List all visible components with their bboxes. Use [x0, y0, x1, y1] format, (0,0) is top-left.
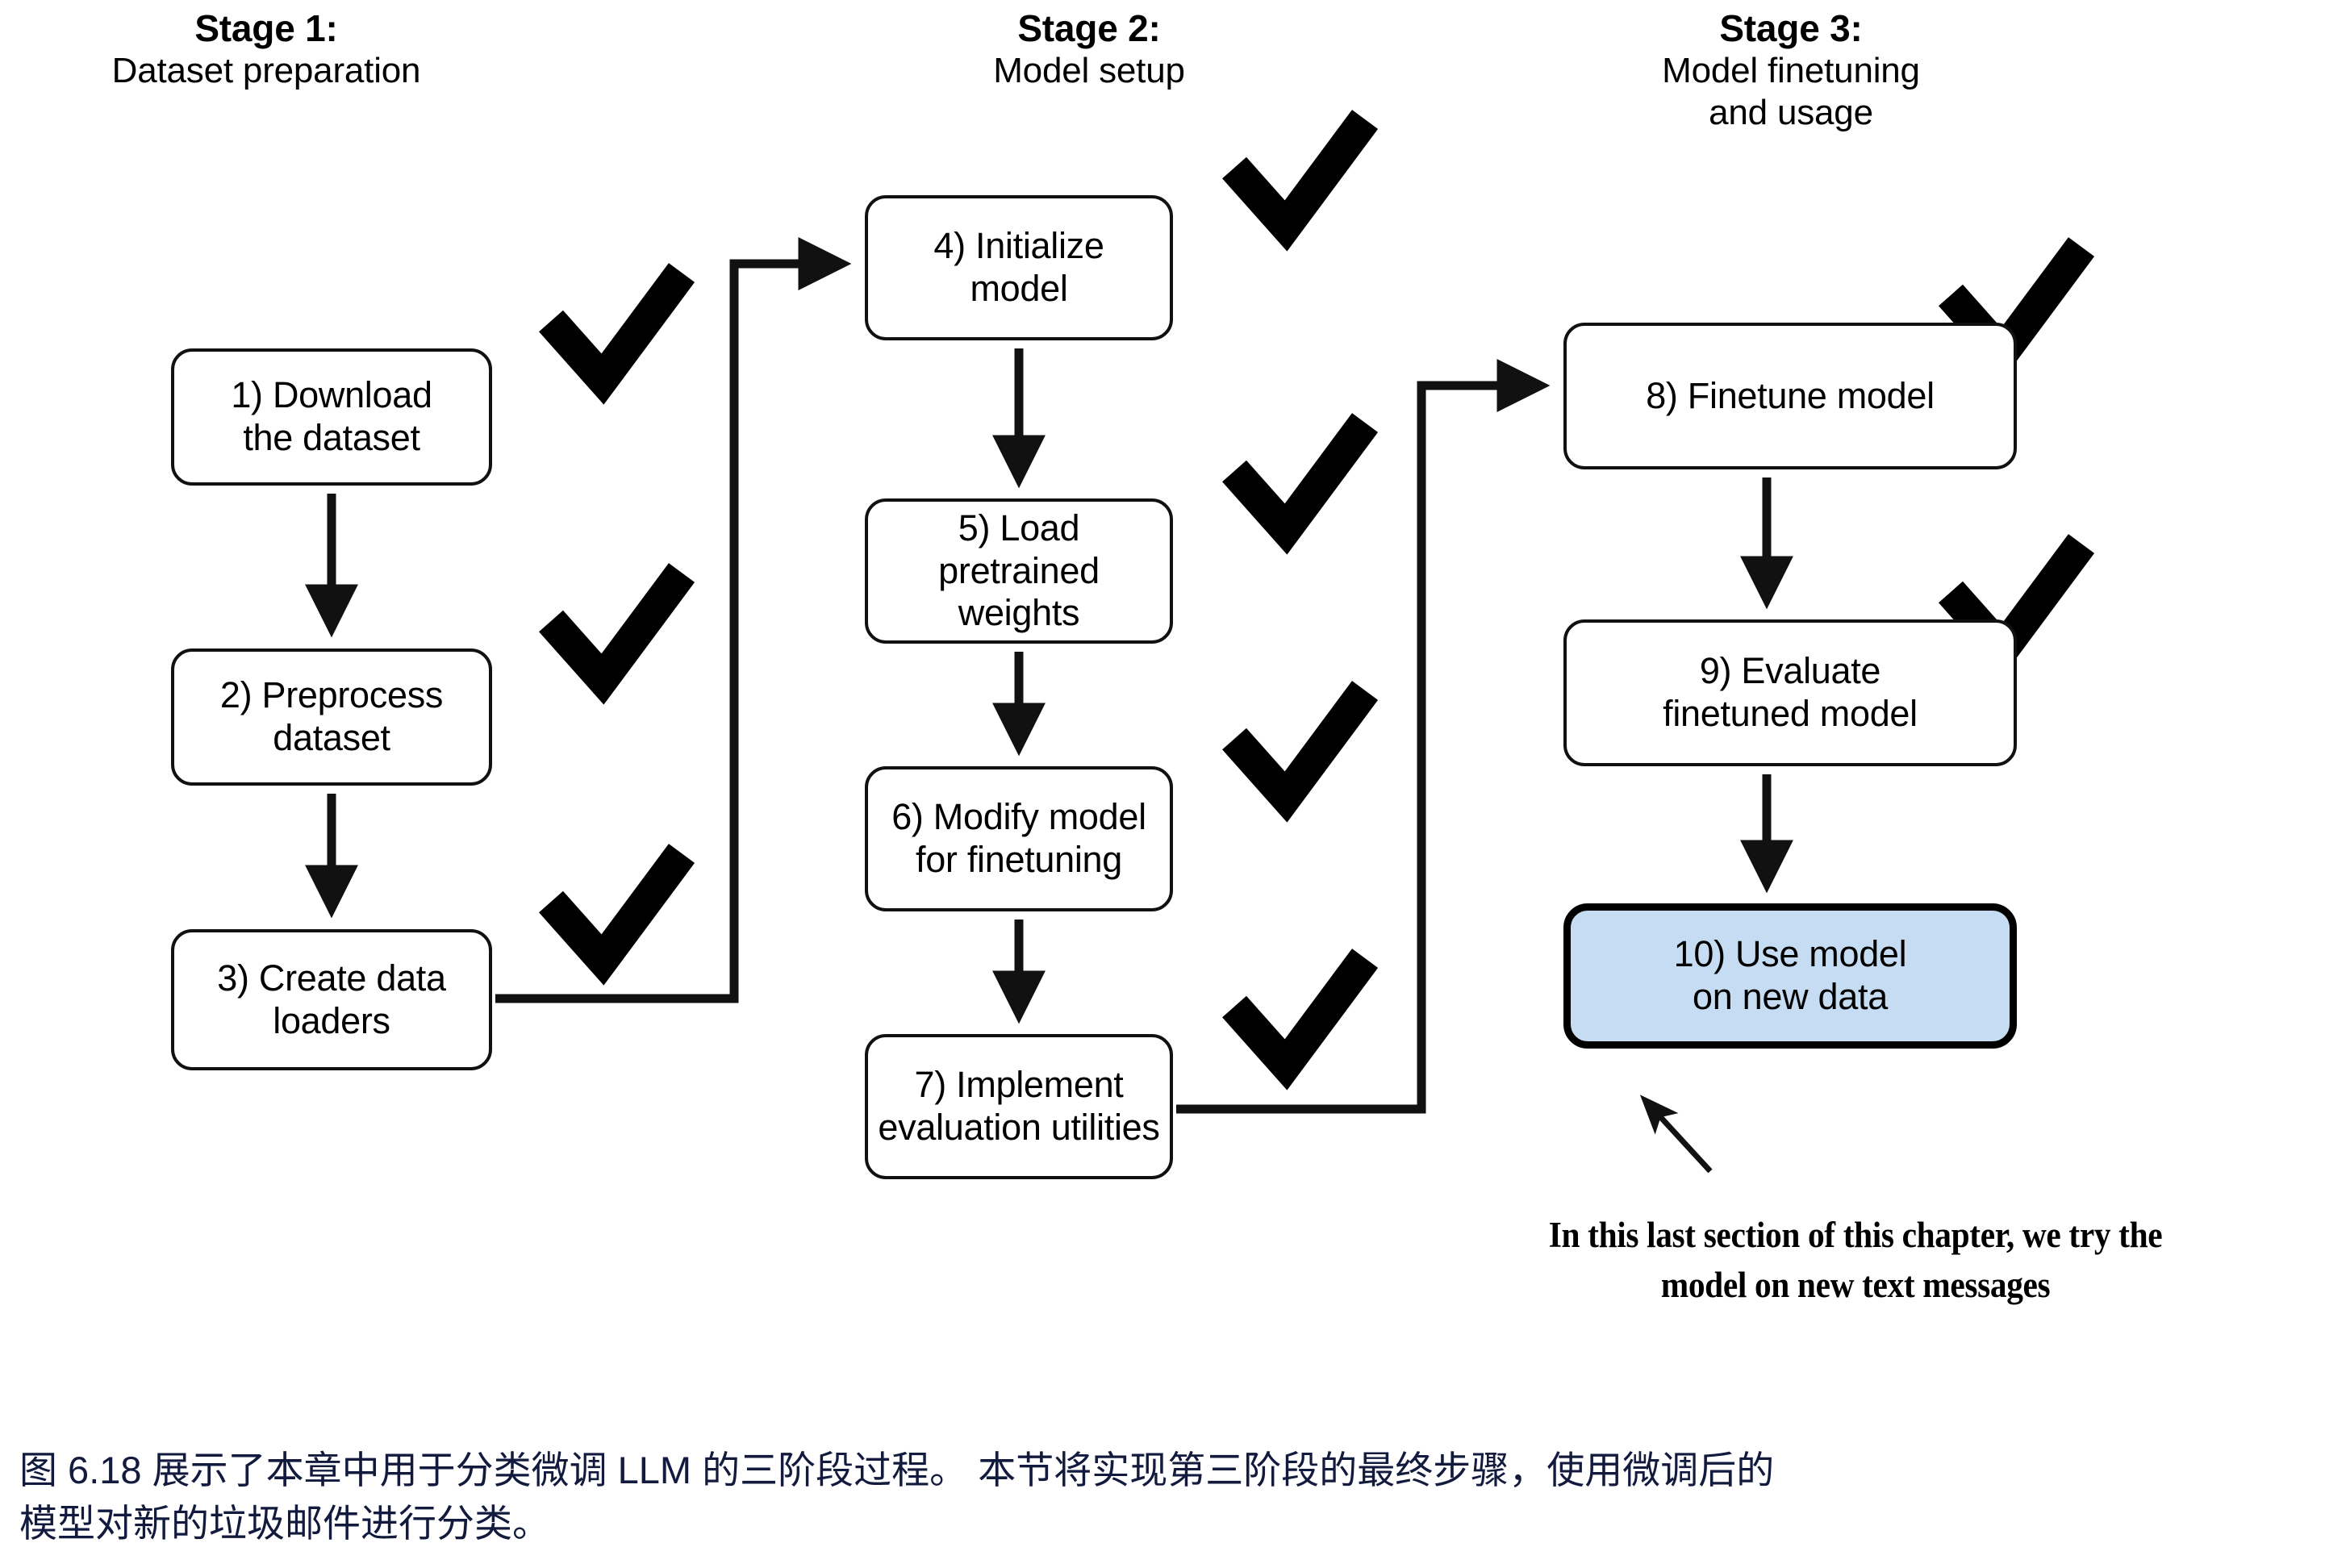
step-box-2-line-1: 2) Preprocess	[219, 674, 444, 716]
step-box-10-label: 10) Use model on new data	[1674, 933, 1907, 1018]
check-icon-box-4	[1222, 110, 1379, 252]
step-box-3-create-data-loaders[interactable]: 3) Create data loaders	[171, 929, 492, 1070]
step-box-8-finetune-model[interactable]: 8) Finetune model	[1563, 323, 2017, 469]
step-box-5-line-1: 5) Load pretrained	[938, 507, 1100, 591]
check-icon-box-7	[1222, 949, 1379, 1091]
step-box-10-line-2: on new data	[1693, 976, 1888, 1017]
stage-3-subtitle-line-1: Model finetuning	[1662, 51, 1920, 91]
check-icon-box-1	[539, 263, 695, 405]
step-box-9-label: 9) Evaluate finetuned model	[1663, 650, 1918, 735]
step-box-4-line-2: model	[970, 268, 1068, 309]
step-box-8-label: 8) Finetune model	[1646, 374, 1935, 416]
step-box-1-download-dataset[interactable]: 1) Download the dataset	[171, 348, 492, 486]
step-box-6-line-2: for finetuning	[916, 839, 1122, 880]
stage-2-header: Stage 2: Model setup	[863, 6, 1315, 92]
step-box-7-line-2: evaluation utilities	[878, 1107, 1160, 1148]
step-box-5-line-2: weights	[958, 592, 1080, 634]
stage-3-title: Stage 3:	[1719, 7, 1863, 49]
step-box-1-line-2: the dataset	[243, 417, 420, 458]
annotation-line-2: model on new text messages	[1660, 1265, 2051, 1306]
step-box-2-line-2: dataset	[273, 717, 390, 758]
step-box-6-line-1: 6) Modify model	[891, 796, 1146, 838]
step-box-4-line-1: 4) Initialize	[933, 225, 1104, 267]
stage-3-header: Stage 3: Model finetuning and usage	[1492, 6, 2089, 134]
step-box-9-evaluate-finetuned-model[interactable]: 9) Evaluate finetuned model	[1563, 619, 2017, 766]
caption-line-2: 模型对新的垃圾邮件进行分类。	[19, 1501, 550, 1545]
step-box-7-implement-evaluation-utilities[interactable]: 7) Implement evaluation utilities	[865, 1034, 1173, 1179]
step-box-9-line-2: finetuned model	[1663, 693, 1918, 734]
step-box-4-label: 4) Initialize model	[933, 225, 1104, 310]
stage-1-header: Stage 1: Dataset preparation	[24, 6, 508, 92]
figure-caption: 图 6.18 展示了本章中用于分类微调 LLM 的三阶段过程。 本节将实现第三阶…	[19, 1444, 2310, 1550]
caption-line-1: 图 6.18 展示了本章中用于分类微调 LLM 的三阶段过程。 本节将实现第三阶…	[19, 1449, 1775, 1491]
step-box-4-initialize-model[interactable]: 4) Initialize model	[865, 195, 1173, 340]
check-icon-box-2	[539, 563, 695, 705]
stage-1-title: Stage 1:	[194, 7, 338, 49]
annotation-callout: In this last section of this chapter, we…	[1440, 1210, 2271, 1310]
check-icon-box-3	[539, 844, 695, 986]
step-box-10-use-model-on-new-data[interactable]: 10) Use model on new data	[1563, 903, 2017, 1049]
step-box-6-label: 6) Modify model for finetuning	[891, 796, 1146, 881]
step-box-7-line-1: 7) Implement	[914, 1064, 1124, 1106]
step-box-1-label: 1) Download the dataset	[231, 374, 432, 459]
connector-stage1-to-stage2	[495, 237, 852, 1003]
step-box-3-label: 3) Create data loaders	[217, 957, 446, 1042]
connector-stage2-to-stage3	[1176, 359, 1551, 1114]
stage-3-subtitle-line-2: and usage	[1709, 93, 1873, 133]
check-icon-box-6	[1222, 681, 1379, 823]
step-box-10-line-1: 10) Use model	[1673, 933, 1907, 975]
step-box-2-preprocess-dataset[interactable]: 2) Preprocess dataset	[171, 648, 492, 786]
step-box-3-line-1: 3) Create data	[217, 957, 446, 999]
stage-2-subtitle: Model setup	[993, 51, 1185, 91]
stage-1-subtitle: Dataset preparation	[111, 51, 421, 91]
step-box-5-label: 5) Load pretrained weights	[876, 507, 1162, 635]
step-box-1-line-1: 1) Download	[231, 374, 432, 416]
annotation-pointer-arrow	[1639, 1095, 1713, 1174]
step-box-5-load-pretrained-weights[interactable]: 5) Load pretrained weights	[865, 498, 1173, 644]
step-box-7-label: 7) Implement evaluation utilities	[878, 1064, 1160, 1149]
step-box-3-line-2: loaders	[273, 999, 390, 1041]
stage-2-title: Stage 2:	[1017, 7, 1161, 49]
step-box-9-line-1: 9) Evaluate	[1699, 650, 1881, 692]
step-box-6-modify-model[interactable]: 6) Modify model for finetuning	[865, 766, 1173, 911]
annotation-line-1: In this last section of this chapter, we…	[1548, 1215, 2163, 1255]
step-box-2-label: 2) Preprocess dataset	[219, 674, 444, 759]
check-icon-box-5	[1222, 413, 1379, 555]
